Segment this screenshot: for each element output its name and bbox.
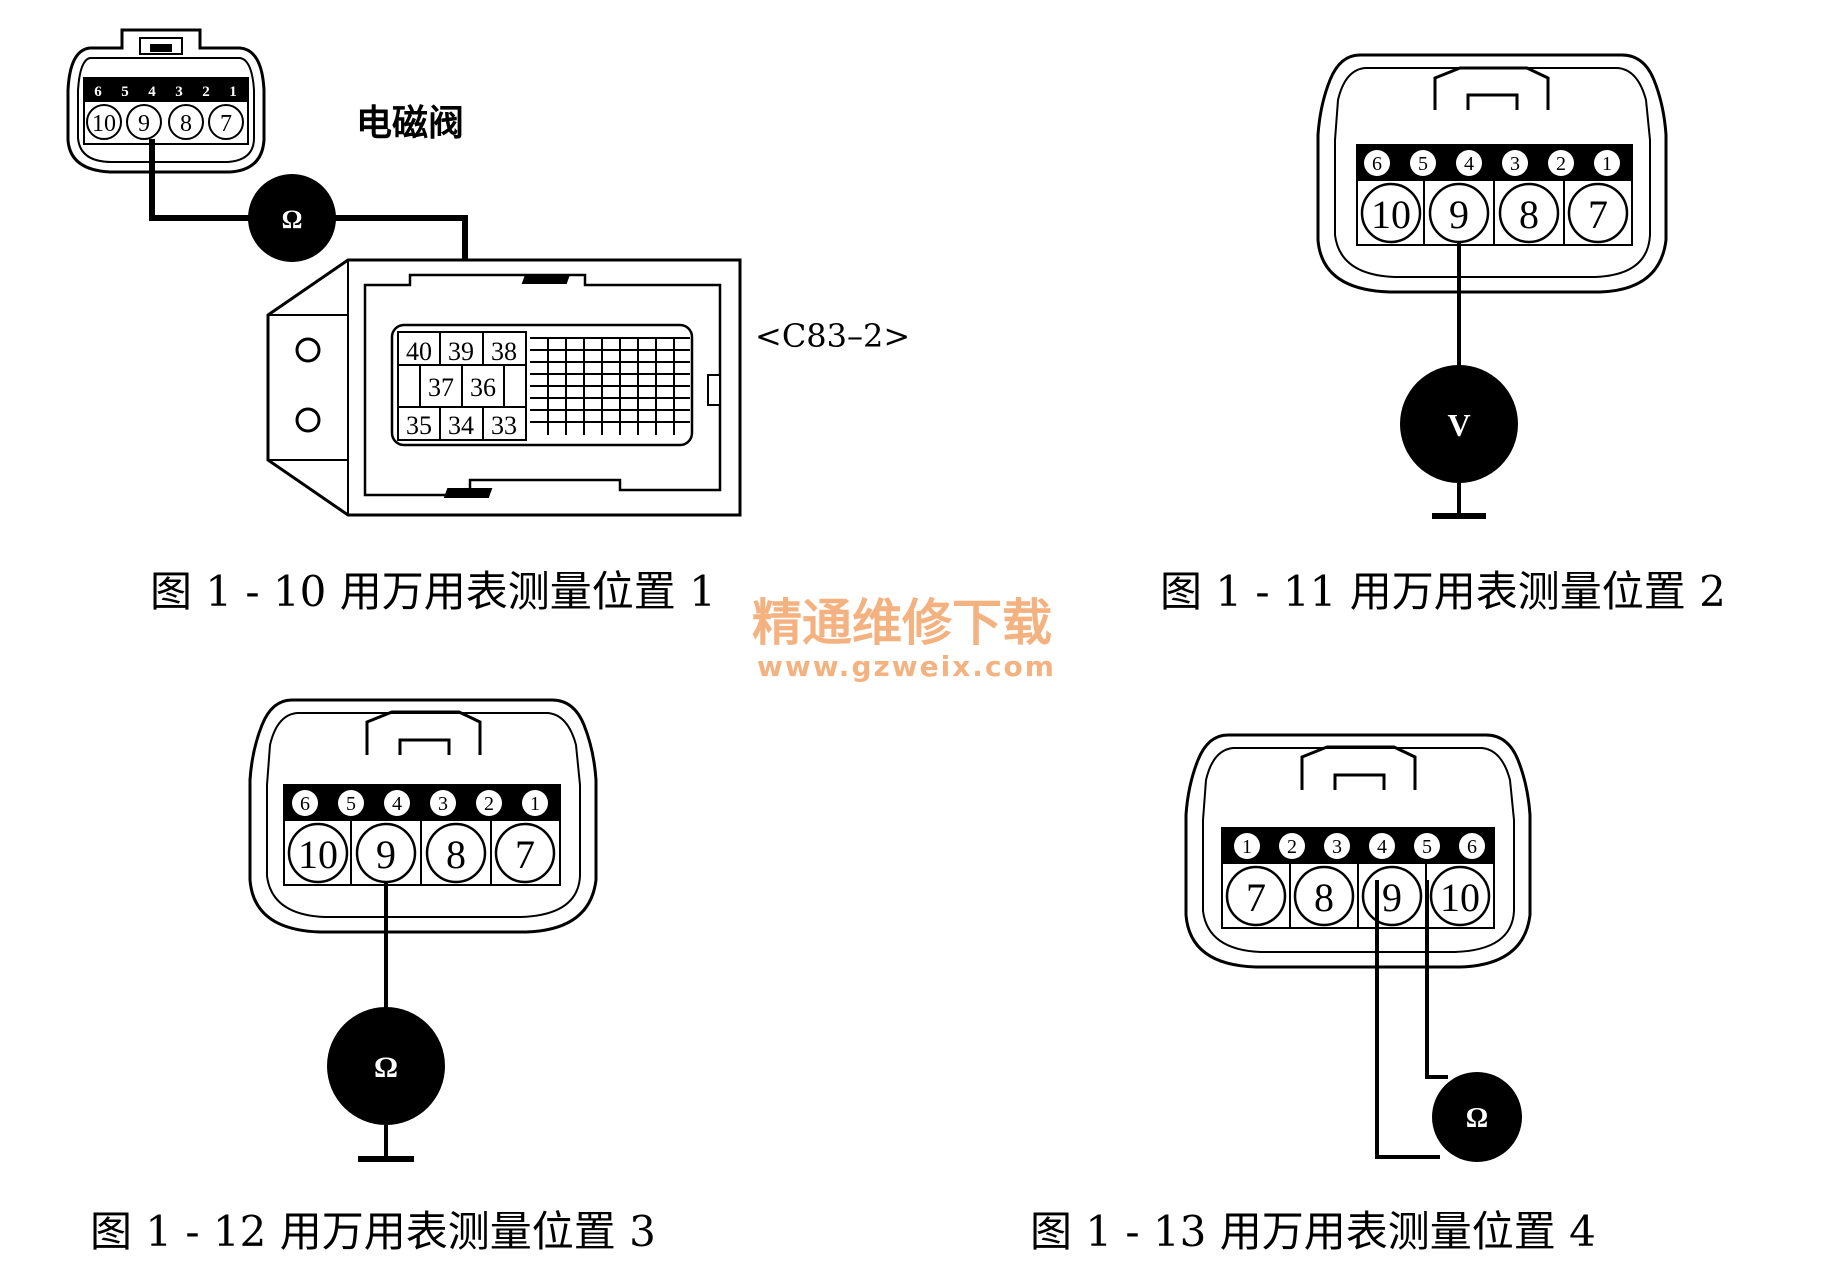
pin-label: 9	[138, 111, 150, 137]
ecu-pin: 39	[448, 337, 474, 366]
figure-1-12: 6 5 4 3 2 1 10 9 8 7	[90, 698, 656, 1256]
pin-label: 5	[346, 793, 356, 815]
figure-1-13: 1 2 3 4 5 6 7 8 9 10	[1030, 733, 1596, 1256]
pin-label: 2	[1287, 836, 1297, 858]
figure-caption: 图 1 - 11 用万用表测量位置 2	[1160, 567, 1726, 616]
watermark-title: 精通维修下载	[752, 594, 1052, 652]
connector-label: <C83–2>	[755, 317, 910, 355]
pin-label: 6	[1467, 836, 1477, 858]
figure-1-10: 6 5 4 3 2 1 10 9 8 7 电磁阀	[66, 28, 910, 616]
ecu-pin-box: 40 39 38 37 36 35 34 33	[397, 331, 527, 441]
watermark: 精通维修下载 www.gzweix.com	[752, 594, 1056, 683]
pin-label: 6	[1372, 153, 1382, 175]
meter-symbol: Ω	[282, 205, 303, 234]
ecu-pin: 34	[448, 411, 474, 440]
solenoid-connector: 6 5 4 3 2 1 10 9 8 7	[1316, 53, 1668, 294]
meter-symbol: Ω	[374, 1051, 398, 1084]
pin-label: 7	[1246, 875, 1266, 920]
pin-label: 3	[175, 84, 183, 100]
pin-label: 2	[202, 84, 210, 100]
ground-symbol	[1432, 483, 1486, 519]
ohm-meter: Ω	[327, 1007, 445, 1125]
pin-label: 6	[300, 793, 310, 815]
figure-caption: 图 1 - 12 用万用表测量位置 3	[90, 1207, 656, 1256]
meter-symbol: V	[1447, 407, 1470, 443]
ohm-meter: Ω	[248, 174, 336, 262]
pin-label: 9	[1449, 192, 1469, 237]
ground-symbol	[358, 1125, 414, 1162]
pin-label: 2	[484, 793, 494, 815]
pin-label: 3	[1332, 836, 1342, 858]
pin-label: 10	[298, 832, 338, 877]
pin-label: 7	[1588, 192, 1608, 237]
pin-label: 7	[515, 832, 535, 877]
pin-label: 8	[1314, 875, 1334, 920]
valve-connector: 6 5 4 3 2 1 10 9 8 7	[66, 28, 266, 174]
bottom-pins: 10 9 8 7	[287, 821, 556, 885]
ecu-connector: 40 39 38 37 36 35 34 33	[266, 258, 742, 517]
pin-label: 8	[180, 111, 192, 137]
figure-caption: 图 1 - 10 用万用表测量位置 1	[150, 567, 716, 616]
ecu-pin: 40	[406, 337, 432, 366]
pin-label: 9	[376, 832, 396, 877]
ecu-pin: 38	[491, 337, 517, 366]
ecu-pin: 36	[470, 373, 496, 402]
valve-label: 电磁阀	[356, 102, 464, 144]
solenoid-connector: 6 5 4 3 2 1 10 9 8 7	[248, 698, 598, 934]
meter-symbol: Ω	[1466, 1103, 1488, 1134]
figure-caption: 图 1 - 13 用万用表测量位置 4	[1030, 1207, 1596, 1256]
pin-label: 3	[438, 793, 448, 815]
pin-label: 5	[1422, 836, 1432, 858]
pin-label: 8	[446, 832, 466, 877]
pin-label: 4	[148, 84, 156, 100]
ecu-pin: 35	[406, 411, 432, 440]
pin-label: 10	[1371, 192, 1411, 237]
pin-label: 1	[1602, 153, 1612, 175]
bottom-pins: 7 8 9 10	[1225, 864, 1491, 928]
ecu-grid	[530, 337, 690, 435]
pin-label: 1	[1242, 836, 1252, 858]
pin-label: 5	[1418, 153, 1428, 175]
pin-label: 4	[1377, 836, 1387, 858]
watermark-url: www.gzweix.com	[757, 650, 1056, 683]
pin-label: 5	[121, 84, 129, 100]
bottom-pins: 10 9 8 7	[1360, 181, 1629, 245]
figure-1-11: 6 5 4 3 2 1 10 9 8 7	[1160, 53, 1726, 616]
pin-label: 10	[1440, 875, 1480, 920]
pin-label: 2	[1556, 153, 1566, 175]
ecu-pin: 33	[491, 411, 517, 440]
pin-label: 4	[392, 793, 402, 815]
ecu-pin: 37	[428, 373, 454, 402]
top-pins: 6 5 4 3 2 1	[292, 790, 548, 816]
valve-top-pins: 6 5 4 3 2 1	[94, 84, 237, 100]
pin-label: 1	[530, 793, 540, 815]
pin-label: 8	[1519, 192, 1539, 237]
top-pins: 1 2 3 4 5 6	[1234, 833, 1485, 859]
pin-label: 1	[229, 84, 237, 100]
pin-label: 3	[1510, 153, 1520, 175]
solenoid-connector: 1 2 3 4 5 6 7 8 9 10	[1184, 733, 1532, 969]
valve-bottom-pins: 10 9 8 7	[86, 104, 244, 140]
top-pins: 6 5 4 3 2 1	[1364, 150, 1620, 176]
pin-label: 7	[220, 111, 232, 137]
pin-label: 10	[92, 111, 116, 137]
pin-label: 4	[1464, 153, 1474, 175]
ohm-meter: Ω	[1432, 1072, 1522, 1162]
pin-label: 6	[94, 84, 102, 100]
voltmeter: V	[1400, 365, 1518, 483]
pin-label: 9	[1382, 875, 1402, 920]
